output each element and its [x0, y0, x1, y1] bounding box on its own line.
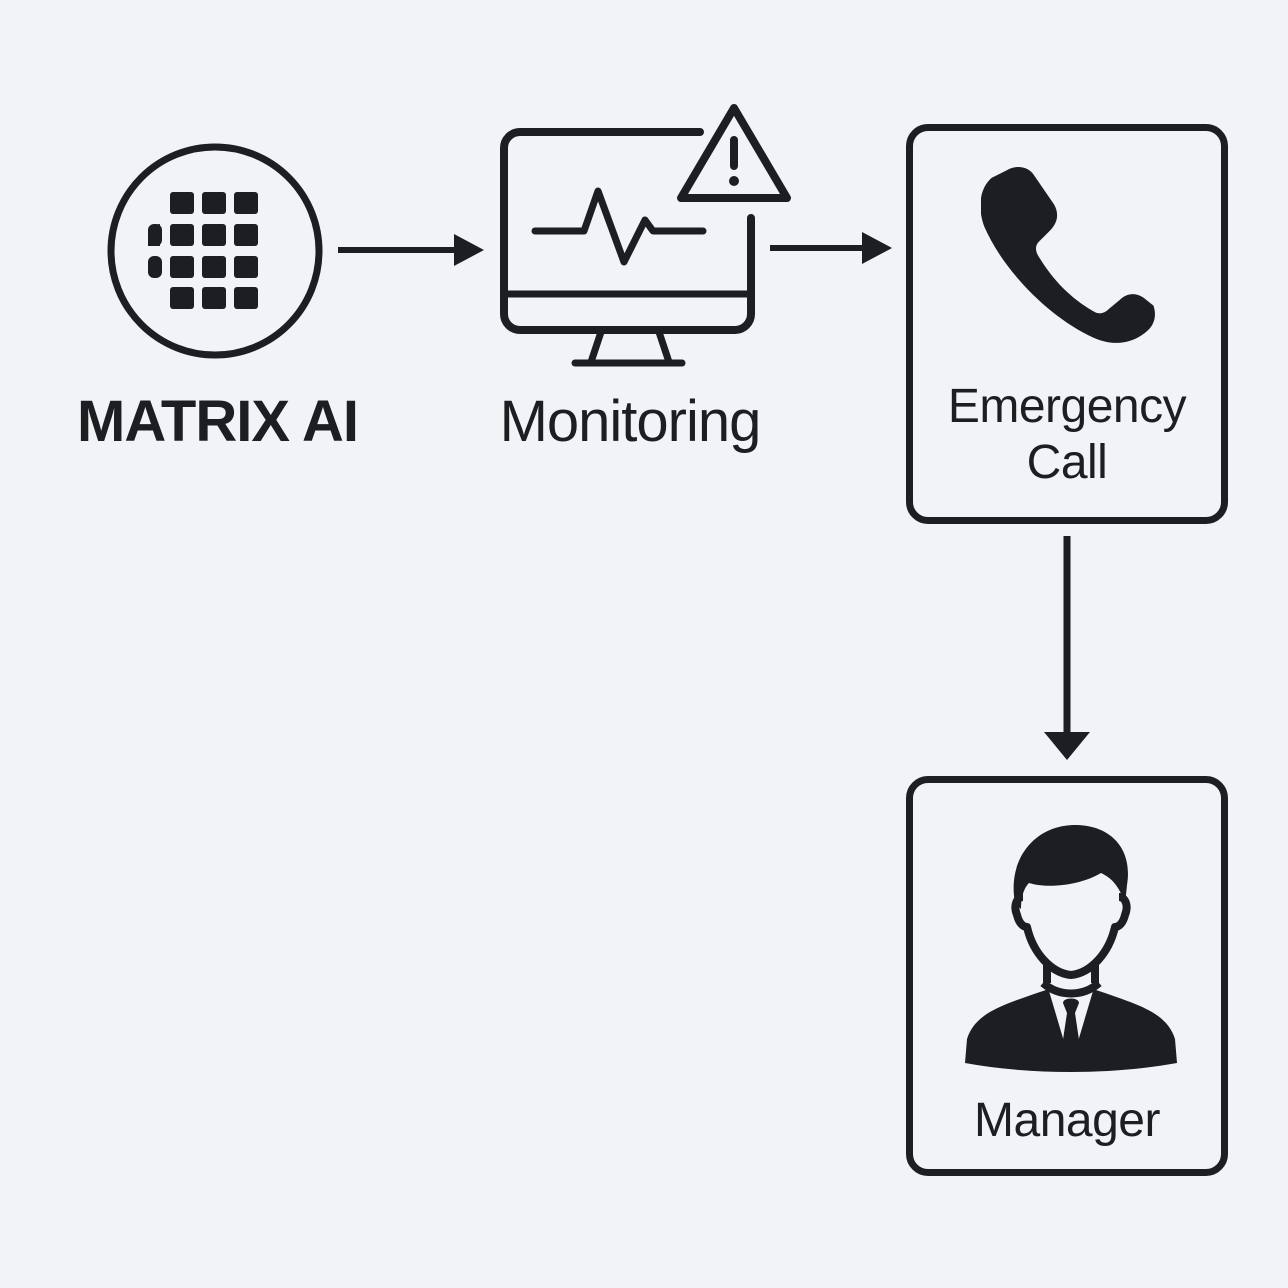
phone-icon — [981, 167, 1155, 343]
node-monitoring — [495, 100, 795, 372]
matrix-ai-label: MATRIX AI — [77, 389, 359, 454]
node-emergency-call: Emergency Call — [906, 124, 1228, 524]
monitor-heartbeat-warning-icon — [500, 128, 755, 367]
emergency-label-line2: Call — [1026, 436, 1108, 489]
manager-label: Manager — [974, 1094, 1160, 1147]
warning-icon — [677, 104, 791, 202]
node-matrix-ai — [104, 140, 326, 362]
emergency-label-line1: Emergency — [947, 380, 1187, 433]
arrow-monitoring-to-emergency — [770, 232, 892, 264]
node-manager: Manager — [906, 776, 1228, 1176]
grid-chip-icon — [107, 143, 323, 359]
arrow-matrix-to-monitoring — [338, 234, 484, 266]
arrow-emergency-to-manager — [1044, 536, 1090, 760]
monitoring-label: Monitoring — [499, 389, 762, 454]
businessman-icon — [965, 825, 1177, 1072]
